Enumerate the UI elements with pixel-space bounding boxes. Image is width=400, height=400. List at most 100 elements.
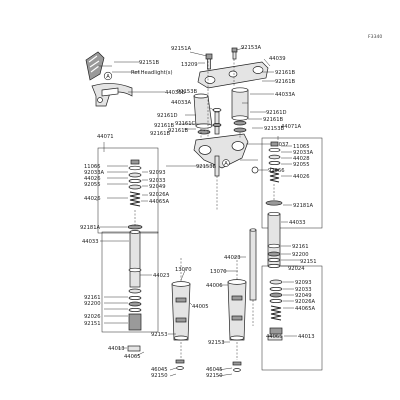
label-46045: 46045 bbox=[151, 367, 168, 373]
label-92161b-1: 92161B bbox=[275, 70, 296, 76]
reference-badge-a bbox=[103, 71, 113, 81]
label-92161c: 92161C bbox=[175, 121, 196, 127]
label-92153: 92153 bbox=[151, 332, 168, 338]
label-92033: 92033 bbox=[149, 178, 166, 184]
label-92153b-low: 92153B bbox=[196, 164, 217, 170]
label-92153b-top: 92153B bbox=[177, 89, 198, 95]
left-drain-washer-part bbox=[176, 366, 184, 370]
reference-badge-a-label: A bbox=[106, 74, 110, 80]
right-inner-tube-part bbox=[267, 211, 281, 267]
label-44033: 44033 bbox=[82, 239, 99, 245]
right-fork-cover-part bbox=[231, 87, 249, 121]
right-oil-lock-part bbox=[269, 279, 283, 285]
right-washer-2-part bbox=[267, 264, 281, 268]
steering-stem-assembly: 92151A 92153A 13209 44039 92161B 92161B … bbox=[150, 45, 296, 210]
label-92153a: 92153A bbox=[241, 45, 262, 51]
left-guide-part bbox=[128, 296, 142, 300]
label-r-92033: 92033 bbox=[295, 287, 312, 293]
label-r-44033: 44033 bbox=[289, 220, 306, 226]
left-fork-leg-group: 44071 92093 92033 92049 92026A 44065A 11… bbox=[80, 134, 209, 379]
reference-badge-a-mid-label: A bbox=[224, 161, 228, 167]
label-r-46045: 46045 bbox=[206, 367, 223, 373]
label-92161b-4: 92161B bbox=[154, 123, 175, 129]
label-44026: 44026 bbox=[84, 176, 101, 182]
right-spacer-part bbox=[268, 154, 281, 160]
label-44071: 44071 bbox=[97, 134, 114, 140]
label-44071a: 44071A bbox=[281, 124, 302, 130]
label-92151b: 92151B bbox=[139, 60, 160, 66]
right-damper-base-part bbox=[267, 335, 283, 341]
right-clip-2-part bbox=[269, 299, 283, 303]
label-44039: 44039 bbox=[269, 56, 286, 62]
label-ref-headlight: Ref.Headlight(s) bbox=[131, 70, 172, 76]
right-damper-rod-part bbox=[249, 229, 257, 301]
left-outer-tube-part bbox=[171, 281, 191, 341]
label-44023: 44023 bbox=[153, 273, 170, 279]
label-r-92049: 92049 bbox=[295, 293, 312, 299]
label-r-13070: 13070 bbox=[210, 269, 227, 275]
label-r-92153: 92153 bbox=[208, 340, 225, 346]
label-r-92150: 92150 bbox=[206, 373, 223, 379]
label-r-92161: 92161 bbox=[292, 244, 309, 250]
left-inner-tube-part bbox=[129, 230, 141, 288]
label-r-44013: 44013 bbox=[298, 334, 315, 340]
right-washer-part bbox=[268, 161, 281, 165]
label-92161b-2: 92161B bbox=[275, 79, 296, 85]
label-44026-b: 44026 bbox=[84, 196, 101, 202]
label-r-44028: 44028 bbox=[293, 156, 310, 162]
reference-badge-a-mid bbox=[222, 159, 230, 167]
top-bolt-left-part bbox=[205, 53, 213, 70]
label-92161d-1: 92161D bbox=[157, 113, 178, 119]
label-92161d-2: 92161D bbox=[266, 110, 287, 116]
right-short-spring-part bbox=[269, 167, 280, 183]
label-r-11065: 11065 bbox=[293, 144, 310, 150]
right-spacer-block-part bbox=[269, 327, 283, 335]
right-fork-upper-box bbox=[261, 137, 323, 229]
right-guide-part bbox=[269, 287, 283, 291]
label-92026a: 92026A bbox=[149, 192, 170, 198]
label-r-92181a: 92181A bbox=[293, 203, 314, 209]
right-fork-leg-group: 44071A 11065 92033A 44028 92055 44026 92… bbox=[206, 124, 323, 379]
label-92161b-5: 92161B bbox=[168, 128, 189, 134]
label-r-92200: 92200 bbox=[292, 252, 309, 258]
right-long-spring-part bbox=[270, 305, 282, 321]
left-seat-part bbox=[128, 184, 142, 190]
left-drain-bolt-part bbox=[175, 359, 185, 364]
label-92049: 92049 bbox=[149, 184, 166, 190]
emblem-icon bbox=[85, 51, 112, 81]
steering-stem-part bbox=[212, 108, 222, 135]
upper-bracket-part bbox=[197, 61, 269, 89]
label-44037: 44037 bbox=[272, 142, 289, 148]
label-92161b-3: 92161B bbox=[263, 117, 284, 123]
label-92161b-6: 92161B bbox=[150, 131, 171, 137]
label-92161: 92161 bbox=[84, 295, 101, 301]
label-44033a-1: 44033A bbox=[275, 92, 296, 98]
label-r-92093: 92093 bbox=[295, 280, 312, 286]
left-clip-part bbox=[128, 308, 142, 312]
label-44005: 44005 bbox=[192, 304, 209, 310]
label-44033a-2: 44033A bbox=[171, 100, 192, 106]
label-r-44023: 44023 bbox=[224, 255, 241, 261]
cover-seal-right-part bbox=[233, 120, 247, 126]
label-92153b-mid: 92153B bbox=[264, 126, 285, 132]
label-92033a: 92033A bbox=[84, 170, 105, 176]
label-r-92033a: 92033A bbox=[293, 150, 314, 156]
right-dust-seal-part bbox=[265, 200, 283, 206]
label-r-44065a: 44065A bbox=[295, 306, 316, 312]
right-drain-washer-part bbox=[233, 368, 241, 372]
left-cap-bolt-part bbox=[130, 159, 140, 165]
left-fork-cover-part bbox=[193, 93, 213, 129]
label-92055: 92055 bbox=[84, 182, 101, 188]
left-short-spring-part bbox=[129, 191, 141, 207]
label-44033b: 44033B bbox=[165, 90, 186, 96]
cover-seal-right-lower-part bbox=[233, 127, 247, 133]
left-damper-base-part bbox=[127, 345, 141, 352]
top-bolt-right-part bbox=[231, 47, 238, 60]
left-oring-part bbox=[128, 165, 142, 171]
label-r-44006: 44006 bbox=[206, 283, 223, 289]
label-13209: 13209 bbox=[181, 62, 198, 68]
label-92150: 92150 bbox=[151, 373, 168, 379]
label-92151: 92151 bbox=[84, 321, 101, 327]
label-92026: 92026 bbox=[84, 314, 101, 320]
